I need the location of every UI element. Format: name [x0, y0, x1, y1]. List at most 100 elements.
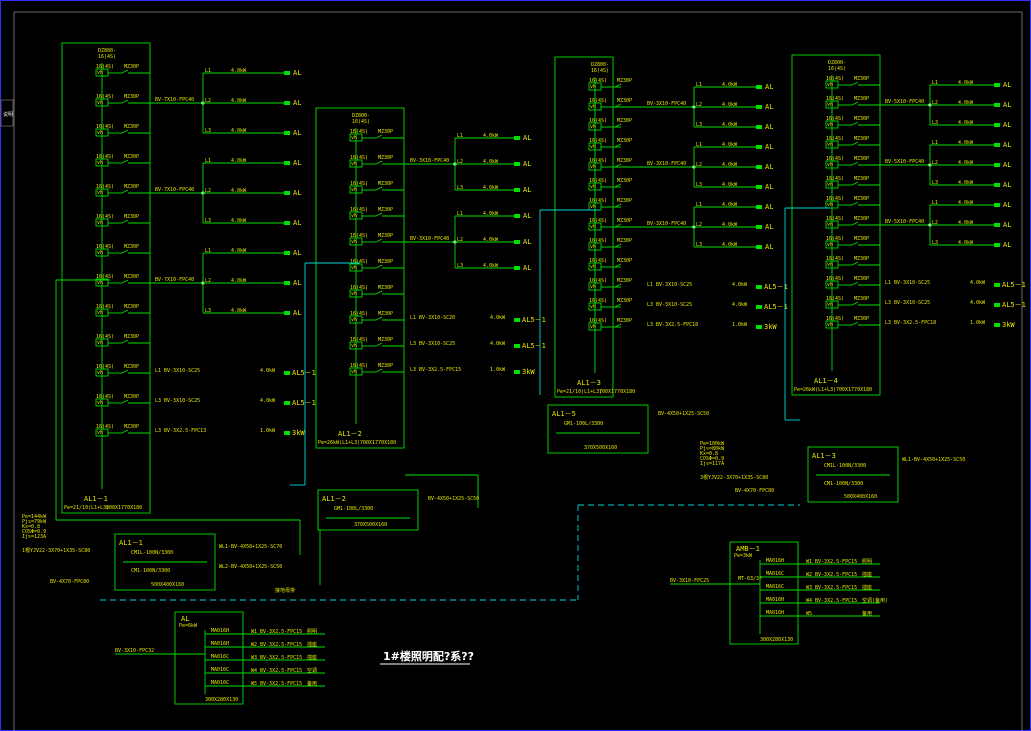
rcd-module-label: vh [97, 130, 103, 136]
rcd-module [95, 68, 109, 77]
phase-label: L1 [205, 68, 211, 74]
load-block [756, 205, 762, 209]
rcd-module [825, 140, 839, 149]
spare-circuit: L1 BV-3X10-SC25 [155, 368, 200, 374]
spare-circuit: L3 BV-3X10-SC25 [155, 398, 200, 404]
load-suffix: AL [765, 123, 773, 131]
phase-label: L1 [696, 82, 702, 88]
load-suffix: AL [293, 279, 301, 287]
sub-breaker: MA016C [211, 680, 229, 686]
breaker-contact [614, 143, 622, 148]
breaker-contact [614, 203, 622, 208]
load-block [756, 165, 762, 169]
breaker-contact [121, 369, 129, 374]
breaker-contact [851, 181, 859, 186]
aux-label: AL1－1 [119, 539, 143, 547]
breaker-contact [375, 134, 383, 139]
rcd-module [588, 82, 602, 91]
incoming-cable: 接地母排 [275, 587, 295, 594]
load-calc-line: Pjs=79kW [22, 519, 47, 525]
breaker-contact [121, 159, 129, 164]
load-block [514, 214, 520, 218]
load-kw: 4.0kW [722, 242, 738, 248]
phase-label: L2 [932, 220, 938, 226]
load-suffix: AL [293, 219, 301, 227]
rcd-module-label: vh [827, 182, 833, 188]
mcb-rating: 16(4S) [350, 155, 368, 161]
rcd-module-label: vh [590, 104, 596, 110]
breaker-model: MZ30P [854, 96, 869, 102]
rcd-module [349, 211, 363, 220]
load-suffix: AL [765, 143, 773, 151]
breaker-model: MZ30P [378, 129, 393, 135]
mcb-rating: 16(4S) [589, 318, 607, 324]
load-suffix: AL [523, 264, 531, 272]
aux-model: 370X500X160 [354, 522, 387, 528]
rcd-module-label: vh [97, 70, 103, 76]
mcb-rating: 16(4S) [96, 184, 114, 190]
rcd-module [825, 240, 839, 249]
aux-box-AL1-3: AL1－3CM1L-100N/3300CM1-100N/3300500X400X… [807, 446, 965, 503]
rcd-module-label: vh [590, 324, 596, 330]
mcb-rating: 16(4S) [96, 214, 114, 220]
panel-header-breaker: DZ800- [98, 48, 116, 54]
aux-box-AL1-5: AL1－5GM1-100L/3300370X500X160BV-4X50+1X2… [547, 404, 709, 454]
breaker-model: MZ30P [124, 274, 139, 280]
sub-circuit: W2 BV-3X2.5-FPC15 [806, 572, 857, 578]
breaker-contact [614, 123, 622, 128]
breaker-model: MZ30P [124, 214, 139, 220]
breaker-contact [851, 161, 859, 166]
rcd-module [825, 100, 839, 109]
sub-breaker: MA016C [766, 571, 784, 577]
breaker-contact [614, 103, 622, 108]
load-block [284, 161, 290, 165]
mcb-rating: 16(4S) [826, 156, 844, 162]
rcd-module [349, 133, 363, 142]
mcb-rating: 16(4S) [96, 304, 114, 310]
load-kw: 4.0kW [231, 158, 247, 164]
rcd-module [95, 188, 109, 197]
sub-panel-cable: BV-3X10-FPC25 [670, 578, 709, 584]
breaker-model: MZ30P [124, 364, 139, 370]
mcb-rating: 16(4S) [96, 154, 114, 160]
load-suffix: AL [1003, 181, 1011, 189]
mcb-rating: 16(4S) [350, 337, 368, 343]
load-kw: 4.0kW [722, 142, 738, 148]
load-suffix: AL [293, 99, 301, 107]
phase-label: L1 [696, 202, 702, 208]
sub-circuit: W4 BV-3X2.5-FPC15 [806, 598, 857, 604]
phase-label: L1 [457, 211, 463, 217]
phase-label: L2 [696, 102, 702, 108]
load-block [284, 281, 290, 285]
breaker-model: MZ30P [854, 116, 869, 122]
load-suffix: AL [765, 163, 773, 171]
distribution-panel-AL1-3: DZ800-16(4S)vh16(4S)MZ30Pvh16(4S)MZ30Pvh… [554, 56, 788, 398]
load-block [756, 185, 762, 189]
mcb-rating: 16(4S) [826, 236, 844, 242]
spare-dest: 3kW [764, 323, 777, 331]
rcd-module [588, 242, 602, 251]
distribution-panel-AL1-2: DZ800-16(4S)vh16(4S)MZ30Pvh16(4S)MZ30Pvh… [315, 107, 546, 449]
breaker-model: MZ30P [378, 337, 393, 343]
panel-header-breaker: DZ800- [352, 113, 370, 119]
rcd-module [588, 142, 602, 151]
breaker-contact [851, 241, 859, 246]
feeder-cable: BV-5X10-FPC40 [885, 99, 924, 105]
phase-label: L1 [696, 142, 702, 148]
load-kw: 4.0kW [231, 278, 247, 284]
distribution-panel-AL1-1: DZ800-16(4S)vh16(4S)MZ30Pvh16(4S)MZ30Pvh… [61, 42, 316, 514]
load-kw: 4.0kW [722, 82, 738, 88]
breaker-model: MZ30P [854, 76, 869, 82]
load-calc-cable: 1根YJV22-3X70+1X35-SC80 [22, 547, 90, 554]
spare-block [514, 344, 520, 348]
breaker-model: MZ30P [378, 363, 393, 369]
rcd-module [588, 282, 602, 291]
sub-dest: 备用 [862, 610, 872, 617]
rcd-module-label: vh [827, 202, 833, 208]
rcd-module-label: vh [97, 190, 103, 196]
feeder-cable: BV-3X10-FPC40 [410, 236, 449, 242]
breaker-contact [121, 219, 129, 224]
mcb-rating: 16(4S) [826, 136, 844, 142]
sub-dest: 插座 [862, 571, 872, 578]
aux-box-group: AL1－5GM1-100L/3300370X500X160BV-4X50+1X2… [22, 404, 965, 594]
